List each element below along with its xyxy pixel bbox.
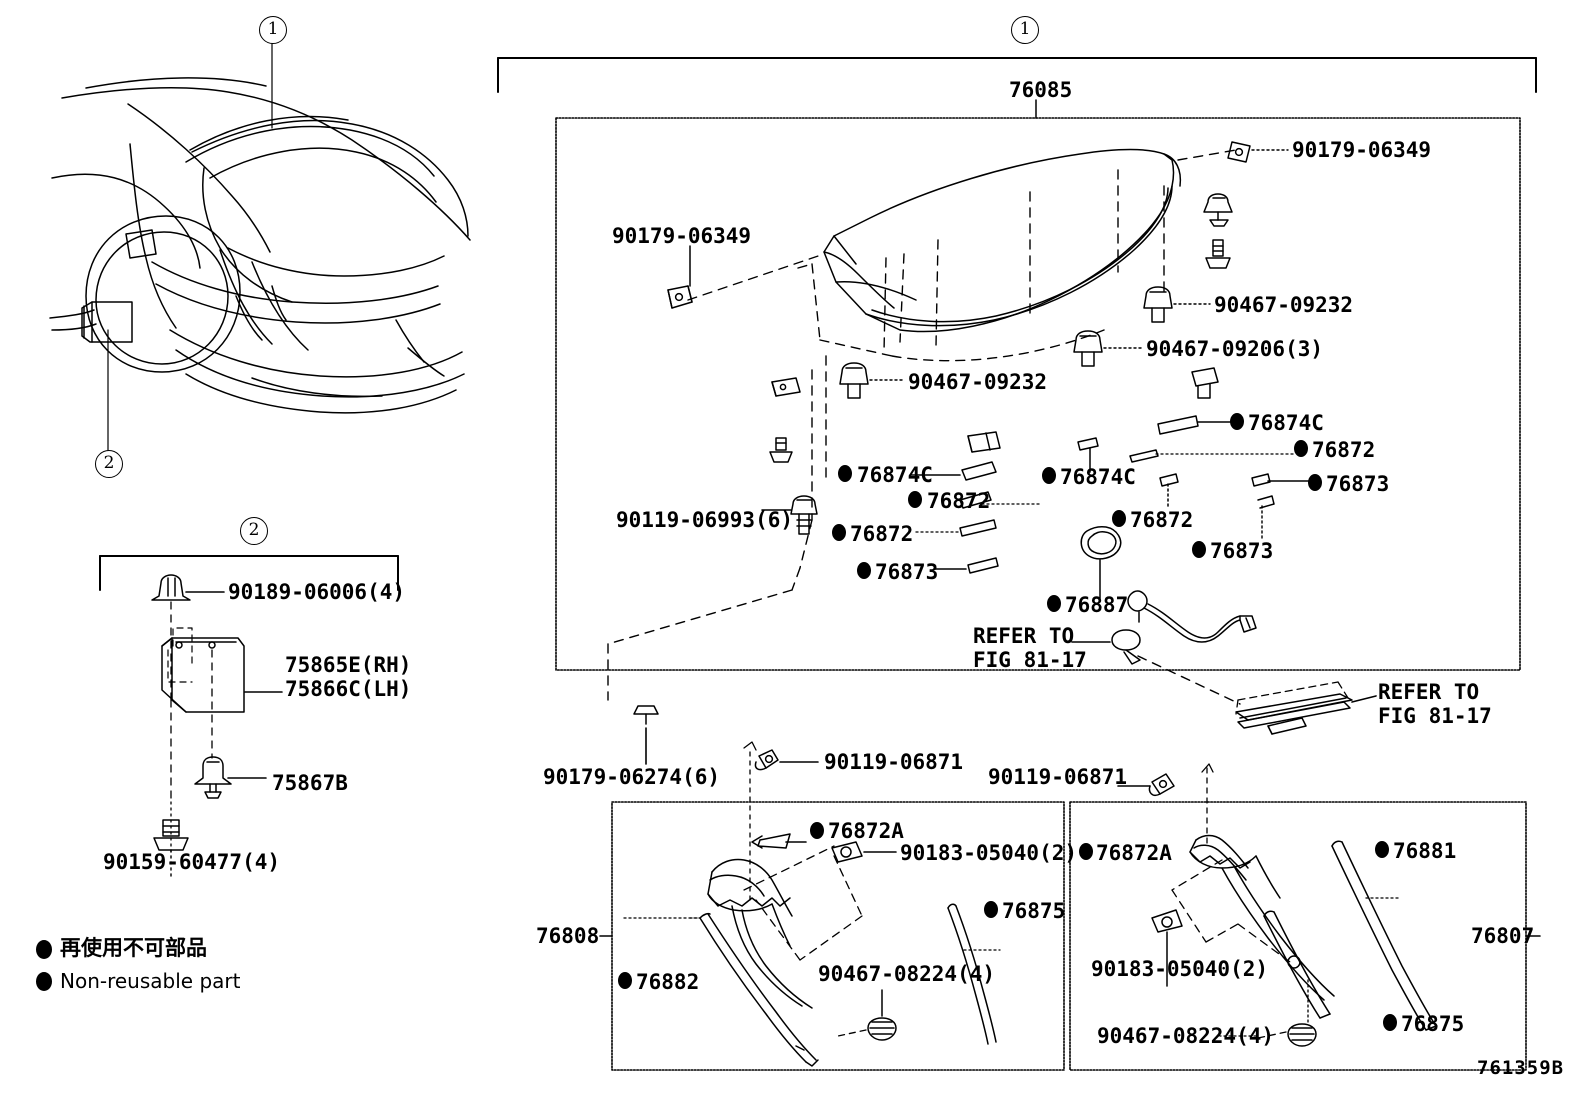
dot-76875-right [1383,1014,1397,1031]
figure-id: 761359B [1477,1057,1565,1079]
dot-76872A-right [1079,843,1093,860]
dot-76872-d [1112,510,1126,527]
dot-76874C-c [1230,413,1244,430]
label-90467-09206: 90467-09206(3) [1146,337,1324,361]
legend-jp: 再使用不可部品 [60,936,207,960]
label-76887: 76887 [1065,593,1129,617]
label-75867B: 75867B [272,771,348,795]
dot-76875-left [984,901,998,918]
panel-1-bracket [497,57,1537,93]
label-76873-b: 76873 [875,560,939,584]
callout-1-panel: 1 [1011,16,1039,44]
label-refer-to-fig-81-17-upper-line2: FIG 81-17 [973,648,1087,672]
label-90183-05040-right: 90183-05040(2) [1091,957,1269,981]
dot-76874C-b [1042,467,1056,484]
panel-1-seals [909,415,1377,729]
panel-1-fasteners [667,141,1289,535]
dot-76872-b [1294,440,1308,457]
label-90179-06349-right: 90179-06349 [1292,138,1432,162]
label-75865E-rh: 75865E(RH) [285,653,412,677]
label-76872-c: 76872 [850,522,914,546]
label-75866C-lh: 75866C(LH) [285,677,412,701]
group-label-76808: 76808 [536,924,600,948]
label-76872-a: 76872 [927,489,991,513]
label-90119-06871-left: 90119-06871 [824,750,964,774]
label-76881: 76881 [1393,839,1457,863]
callout-1-vehicle: 1 [259,16,287,44]
label-76874C-a: 76874C [857,463,933,487]
label-76873-a: 76873 [1326,472,1390,496]
label-76875-left: 76875 [1002,899,1066,923]
dot-76872-c [832,524,846,541]
label-76872A-left: 76872A [828,819,904,843]
vehicle-illustration [49,43,471,453]
legend-en: Non-reusable part [60,969,241,993]
dot-76887 [1047,595,1061,612]
callout-2-panel: 2 [240,517,268,545]
label-90119-06871-right: 90119-06871 [988,765,1128,789]
label-76872A-right: 76872A [1096,841,1172,865]
dot-76881 [1375,841,1389,858]
label-90189-06006: 90189-06006(4) [228,580,406,604]
panel-1-box [555,117,1521,671]
dot-76873-c [1192,541,1206,558]
label-90159-60477: 90159-60477(4) [103,850,281,874]
panel-76807-parts [1117,717,1437,1047]
dot-76873-a [1308,474,1322,491]
label-76882: 76882 [636,970,700,994]
dot-76874C-a [838,465,852,482]
dot-76873-b [857,562,871,579]
label-90179-06274: 90179-06274(6) [543,765,721,789]
label-90467-09232-left: 90467-09232 [908,370,1048,394]
group-label-76085: 76085 [1009,78,1073,102]
label-refer-to-fig-81-17-upper-line1: REFER TO [973,624,1075,648]
label-90467-09232-right: 90467-09232 [1214,293,1354,317]
panel-2-bracket [99,555,399,591]
label-90119-06993: 90119-06993(6) [616,508,794,532]
label-76872-b: 76872 [1312,438,1376,462]
label-76873-c: 76873 [1210,539,1274,563]
dot-76872A-left [810,822,824,839]
label-90467-08224-right: 90467-08224(4) [1097,1024,1275,1048]
label-76872-d: 76872 [1130,508,1194,532]
dot-76882 [618,972,632,989]
label-90467-08224-left: 90467-08224(4) [818,962,996,986]
label-90179-06349-left: 90179-06349 [612,224,752,248]
label-90183-05040-left: 90183-05040(2) [900,841,1078,865]
label-refer-to-fig-81-17-lower-line1: REFER TO [1378,680,1480,704]
panel-76808-parts [623,705,1001,1067]
panel-2-parts [151,574,283,881]
spoiler-illustration [607,148,1237,701]
legend-dot-jp [36,940,52,959]
legend-dot-en [36,972,52,991]
callout-2-vehicle: 2 [95,450,123,478]
label-76875-right: 76875 [1401,1012,1465,1036]
label-76874C-b: 76874C [1060,465,1136,489]
group-label-76807: 76807 [1471,924,1535,948]
dot-76872-a [908,491,922,508]
label-76874C-c: 76874C [1248,411,1324,435]
label-refer-to-fig-81-17-lower-line2: FIG 81-17 [1378,704,1492,728]
